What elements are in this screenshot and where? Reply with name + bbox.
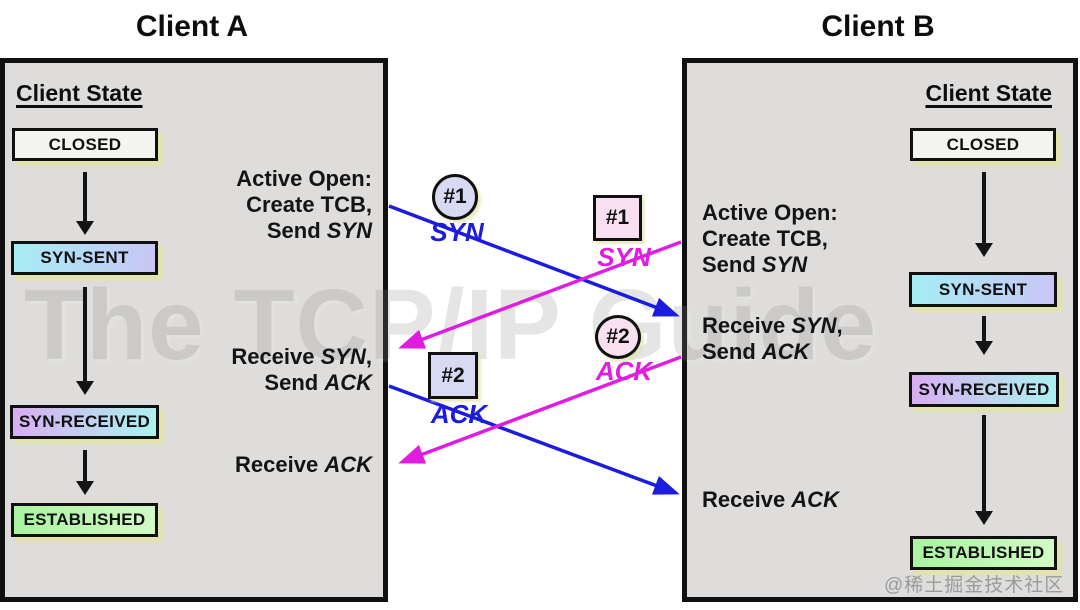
syn-label-a: SYN [430, 217, 484, 247]
annotation-line: Receive SYN, [702, 313, 843, 338]
syn-arrow-b-to-a [398, 240, 682, 349]
client-a-state-header: Client State [16, 80, 143, 106]
state-closed-b: CLOSED [910, 128, 1056, 161]
flow-arrow-a-3 [76, 450, 94, 495]
syn-arrow-a-to-b [388, 204, 680, 317]
ack-label-a: ACK [430, 399, 488, 429]
annotation-active-open-a: Active Open: Create TCB, Send SYN [140, 166, 372, 244]
annotation-line: Receive ACK [235, 452, 372, 477]
syn-label-b: SYN [597, 242, 651, 272]
annotation-receive-ack-a: Receive ACK [140, 452, 372, 478]
segment-1-badge-b: #1 [593, 195, 642, 241]
state-syn-sent-b: SYN-SENT [909, 272, 1057, 307]
state-closed-a: CLOSED [12, 128, 158, 161]
annotation-line: Create TCB, [702, 226, 828, 251]
segment-1-badge-a: #1 [432, 174, 478, 220]
annotation-receive-syn-a: Receive SYN, Send ACK [140, 344, 372, 396]
flow-arrow-b-1 [975, 172, 993, 257]
annotation-line: Receive SYN, [231, 344, 372, 369]
flow-arrow-b-3 [975, 415, 993, 525]
annotation-line: Active Open: [702, 200, 838, 225]
segment-2-badge-b: #2 [595, 315, 641, 359]
state-established-b: ESTABLISHED [910, 536, 1057, 570]
client-b-title: Client B [821, 10, 935, 43]
annotation-line: Send ACK [702, 339, 810, 364]
annotation-line: Create TCB, [246, 192, 372, 217]
annotation-line: Active Open: [236, 166, 372, 191]
annotation-receive-ack-b: Receive ACK [702, 487, 942, 513]
state-syn-received-b: SYN-RECEIVED [909, 372, 1059, 407]
ack-arrow-a-to-b [388, 384, 680, 495]
segment-2-badge-a: #2 [428, 352, 478, 399]
annotation-active-open-b: Active Open: Create TCB, Send SYN [702, 200, 942, 278]
client-b-state-header: Client State [925, 80, 1052, 106]
ack-arrow-b-to-a [398, 355, 682, 464]
flow-arrow-a-1 [76, 172, 94, 235]
annotation-line: Send ACK [264, 370, 372, 395]
credit-watermark: @稀土掘金技术社区 [884, 575, 1065, 596]
state-syn-received-a: SYN-RECEIVED [10, 405, 159, 439]
state-established-a: ESTABLISHED [11, 503, 158, 537]
flow-arrow-b-2 [975, 316, 993, 355]
annotation-receive-syn-b: Receive SYN, Send ACK [702, 313, 942, 365]
flow-arrow-a-2 [76, 287, 94, 395]
annotation-line: Receive ACK [702, 487, 839, 512]
annotation-line: Send SYN [702, 252, 808, 277]
ack-label-b: ACK [595, 356, 653, 386]
annotation-line: Send SYN [266, 218, 372, 243]
client-a-title: Client A [135, 10, 249, 43]
state-syn-sent-a: SYN-SENT [11, 241, 158, 275]
